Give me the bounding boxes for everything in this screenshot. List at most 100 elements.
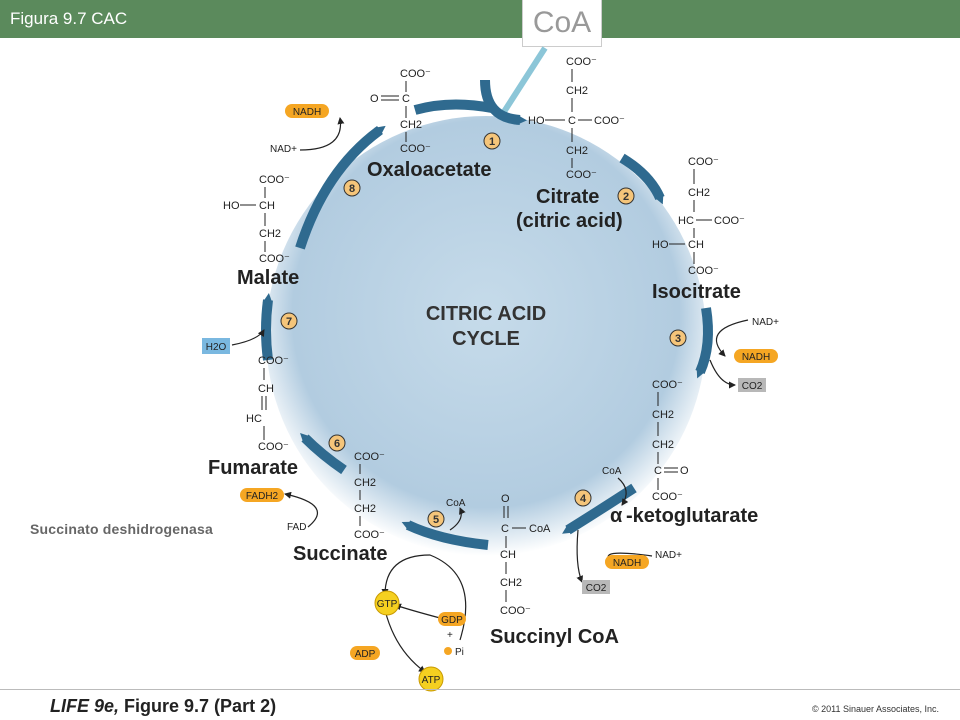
enzyme-note: Succinato deshidrogenasa bbox=[30, 521, 213, 537]
succinate-ch2-a: CH2 bbox=[354, 477, 376, 489]
succinate-ch2-b: CH2 bbox=[354, 503, 376, 515]
isocitrate-coo-bottom: COO⁻ bbox=[688, 265, 719, 277]
oxaloacetate-c: C bbox=[402, 93, 410, 105]
citrate-coo-bottom: COO⁻ bbox=[566, 169, 597, 181]
ketoglutarate-label: -ketoglutarate bbox=[626, 505, 758, 527]
ketoglutarate-c: C bbox=[654, 465, 662, 477]
step-number-2: 2 bbox=[623, 191, 629, 203]
citrate-coo-right: COO⁻ bbox=[594, 115, 625, 127]
citric-acid-label: (citric acid) bbox=[516, 210, 623, 232]
adp-to-atp-arrow bbox=[384, 609, 426, 673]
coa-label-box: CoA bbox=[522, 0, 602, 47]
isocitrate-label: Isocitrate bbox=[652, 281, 741, 303]
fumarate-structure: COO⁻ CH HC COO⁻ bbox=[246, 355, 289, 453]
h2o-arrow-step7 bbox=[231, 329, 265, 346]
succinyl-coa-structure: O C CoA CH CH2 COO⁻ bbox=[500, 493, 551, 617]
fumarate-hc: HC bbox=[246, 413, 262, 425]
oxaloacetate-structure: COO⁻ O C CH2 COO⁻ bbox=[370, 68, 431, 155]
isocitrate-hc: HC bbox=[678, 215, 694, 227]
succinate-label: Succinate bbox=[293, 543, 387, 565]
step-marker-2 bbox=[617, 187, 635, 205]
figure-caption-book: LIFE 9e, bbox=[50, 696, 120, 716]
succinate-coo-top: COO⁻ bbox=[354, 451, 385, 463]
fumarate-coo-bottom: COO⁻ bbox=[258, 441, 289, 453]
isocitrate-ho: HO bbox=[652, 239, 669, 251]
nad-to-nadh-arrow-step8 bbox=[299, 117, 345, 151]
step4-arrow bbox=[562, 483, 637, 535]
step-number-5: 5 bbox=[433, 514, 439, 526]
step-marker-4 bbox=[574, 489, 592, 507]
step-marker-1 bbox=[483, 132, 501, 150]
ketoglutarate-ch2-b: CH2 bbox=[652, 439, 674, 451]
step7-arrow bbox=[261, 293, 273, 361]
isocitrate-coo-right: COO⁻ bbox=[714, 215, 745, 227]
oxaloacetate-ch2: CH2 bbox=[400, 119, 422, 131]
succinyl-o: O bbox=[501, 493, 510, 505]
ketoglutarate-coo-top: COO⁻ bbox=[652, 379, 683, 391]
citrate-c: C bbox=[568, 115, 576, 127]
ketoglutarate-ch2-a: CH2 bbox=[652, 409, 674, 421]
plus-sign: + bbox=[447, 630, 453, 641]
step-marker-6 bbox=[328, 434, 346, 452]
succinyl-c: C bbox=[501, 523, 509, 535]
fad-label: FAD bbox=[287, 522, 306, 533]
atp-badge bbox=[418, 666, 444, 692]
co2-label-step3: CO2 bbox=[742, 381, 763, 392]
step-marker-5 bbox=[427, 510, 445, 528]
co2-arrow-step4 bbox=[576, 529, 583, 583]
nadh-badge-step4 bbox=[605, 555, 649, 569]
succinyl-ch2-b: CH2 bbox=[500, 577, 522, 589]
step-marker-8 bbox=[343, 179, 361, 197]
citrate-structure: COO⁻ CH2 HO C COO⁻ CH2 COO⁻ bbox=[528, 56, 625, 181]
header-bar: Figura 9.7 CAC bbox=[0, 0, 960, 38]
step6-arrow bbox=[300, 433, 347, 475]
malate-label: Malate bbox=[237, 267, 299, 289]
cycle-title-line2: CYCLE bbox=[452, 328, 520, 350]
oxaloacetate-o: O bbox=[370, 93, 379, 105]
coa-label-step4: CoA bbox=[602, 466, 622, 477]
fumarate-coo-top: COO⁻ bbox=[258, 355, 289, 367]
step3-arrow bbox=[695, 307, 713, 379]
citrate-ch2-top: CH2 bbox=[566, 85, 588, 97]
step-number-6: 6 bbox=[334, 438, 340, 450]
citrate-coo-top: COO⁻ bbox=[566, 56, 597, 68]
succinyl-coa-label: Succinyl CoA bbox=[490, 626, 619, 648]
gdp-badge bbox=[438, 612, 466, 626]
footer-divider bbox=[0, 689, 960, 690]
nad-label-step8: NAD+ bbox=[270, 144, 297, 155]
oxaloacetate-coo-top: COO⁻ bbox=[400, 68, 431, 80]
isocitrate-ch2: CH2 bbox=[688, 187, 710, 199]
citrate-ch2-bottom: CH2 bbox=[566, 145, 588, 157]
malate-coo-bottom: COO⁻ bbox=[259, 253, 290, 265]
nadh-label-step4: NADH bbox=[613, 558, 641, 569]
step-number-7: 7 bbox=[286, 316, 292, 328]
coa-entry-arrow bbox=[497, 46, 548, 120]
ketoglutarate-o: O bbox=[680, 465, 689, 477]
step-marker-3 bbox=[669, 329, 687, 347]
slide-title: Figura 9.7 CAC bbox=[10, 9, 128, 28]
fadh2-badge bbox=[240, 488, 284, 502]
ketoglutarate-structure: COO⁻ CH2 CH2 C O COO⁻ bbox=[652, 379, 689, 503]
nadh-label-step8: NADH bbox=[293, 107, 321, 118]
step5-arrow bbox=[401, 520, 489, 550]
coa-arrow-step4 bbox=[617, 477, 629, 506]
fadh2-label: FADH2 bbox=[246, 491, 279, 502]
co2-badge-step3 bbox=[738, 378, 766, 392]
step8-arrow bbox=[295, 125, 386, 250]
gdp-label: GDP bbox=[441, 615, 463, 626]
cofactor-badges: NADH NAD+ NAD+ NADH CO2 CoA NADH NAD+ CO… bbox=[202, 104, 779, 692]
gdp-to-gtp-arrow bbox=[394, 603, 441, 619]
gtp-loop-arrow bbox=[381, 554, 467, 641]
coa-release-arrow-step5 bbox=[449, 507, 466, 531]
nadh-label-step3: NADH bbox=[742, 352, 770, 363]
citrate-label: Citrate bbox=[536, 186, 599, 208]
malate-ch2: CH2 bbox=[259, 228, 281, 240]
co2-arrow-step3 bbox=[709, 359, 736, 389]
pi-label: Pi bbox=[455, 647, 464, 658]
fumarate-ch: CH bbox=[258, 383, 274, 395]
succinate-structure: COO⁻ CH2 CH2 COO⁻ bbox=[354, 451, 385, 541]
malate-ho: HO bbox=[223, 200, 240, 212]
figure-caption-rest: Figure 9.7 (Part 2) bbox=[119, 696, 277, 716]
step-marker-7 bbox=[280, 312, 298, 330]
